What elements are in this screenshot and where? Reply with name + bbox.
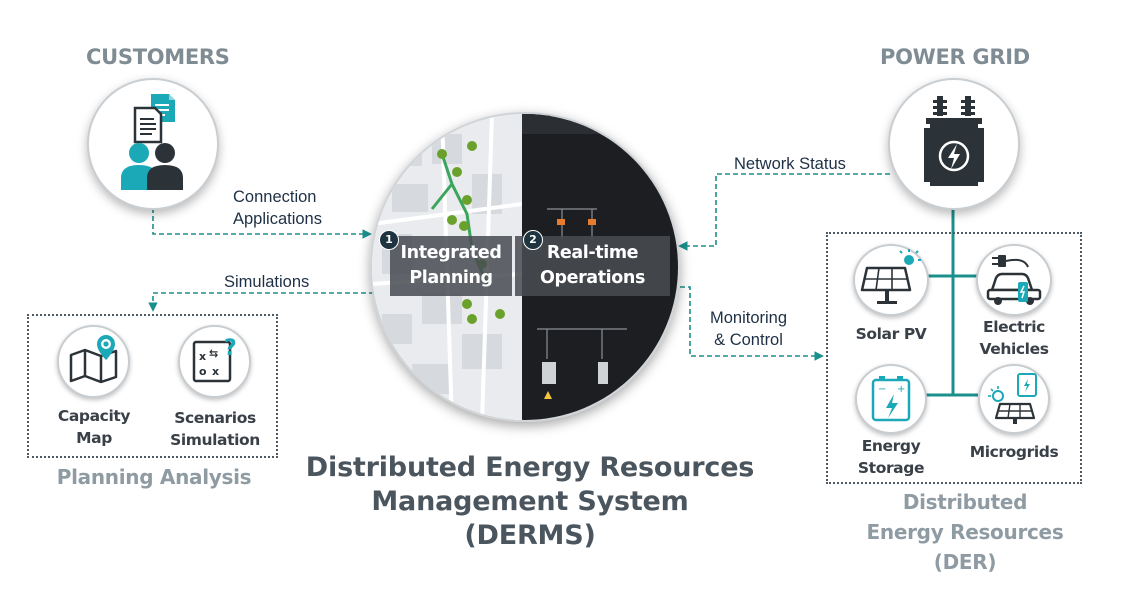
svg-text:x: x (199, 350, 206, 363)
solar-pv-circle[interactable] (853, 244, 929, 316)
der-title: Distributed Energy Resources (DER) (866, 490, 1064, 574)
svg-text:−: − (878, 384, 886, 395)
step-2-badge: 2 (523, 230, 543, 250)
connection-applications-arrow (152, 208, 372, 239)
svg-text:x: x (212, 365, 219, 378)
microgrids-label: Microgrids (969, 443, 1059, 461)
energy-storage-circle[interactable]: − + (855, 364, 927, 434)
monitoring-control-arrow (680, 286, 824, 361)
planning-analysis-title: Planning Analysis (56, 465, 252, 489)
svg-text:o: o (199, 365, 207, 378)
step-1-badge: 1 (379, 230, 399, 250)
transformer-icon (924, 96, 984, 186)
electric-vehicle-icon (986, 255, 1042, 305)
scenarios-simulation-label: Scenarios Simulation (170, 409, 260, 449)
electric-vehicles-label: Electric Vehicles (979, 318, 1049, 358)
battery-icon: − + (871, 376, 911, 422)
simulations-arrow (148, 292, 374, 312)
map-pin-icon (69, 335, 118, 384)
svg-text:⇆: ⇆ (209, 347, 218, 360)
customers-circle (87, 78, 219, 210)
solar-panel-icon (860, 249, 921, 304)
simulations-label: Simulations (224, 273, 310, 291)
monitoring-control-label: Monitoring & Control (710, 309, 788, 349)
power-grid-circle (888, 78, 1020, 210)
microgrid-icon (988, 373, 1037, 424)
capacity-map-label: Capacity Map (57, 407, 131, 447)
planning-analysis-box (27, 314, 278, 458)
derms-title: Distributed Energy Resources Management … (305, 452, 755, 551)
customers-document-icon (121, 94, 183, 190)
integrated-planning-label[interactable]: Integrated Planning (390, 236, 512, 296)
microgrids-circle[interactable] (978, 364, 1050, 434)
svg-text:+: + (897, 384, 905, 395)
der-box (826, 232, 1082, 484)
connection-applications-label: Connection Applications (233, 188, 322, 228)
network-status-label: Network Status (734, 155, 846, 173)
svg-text:?: ? (224, 336, 237, 361)
electric-vehicles-circle[interactable] (976, 244, 1052, 316)
solar-pv-label: Solar PV (855, 325, 927, 343)
capacity-map-circle[interactable] (57, 325, 130, 398)
network-status-arrow (678, 173, 890, 251)
power-grid-title: POWER GRID (880, 45, 1030, 69)
der-bus-lines (922, 208, 978, 397)
scenarios-simulation-circle[interactable]: x ⇆ o x ? (178, 325, 251, 398)
energy-storage-label: Energy Storage (857, 437, 925, 477)
customers-title: CUSTOMERS (86, 45, 230, 69)
scenario-icon: x ⇆ o x ? (192, 336, 237, 383)
